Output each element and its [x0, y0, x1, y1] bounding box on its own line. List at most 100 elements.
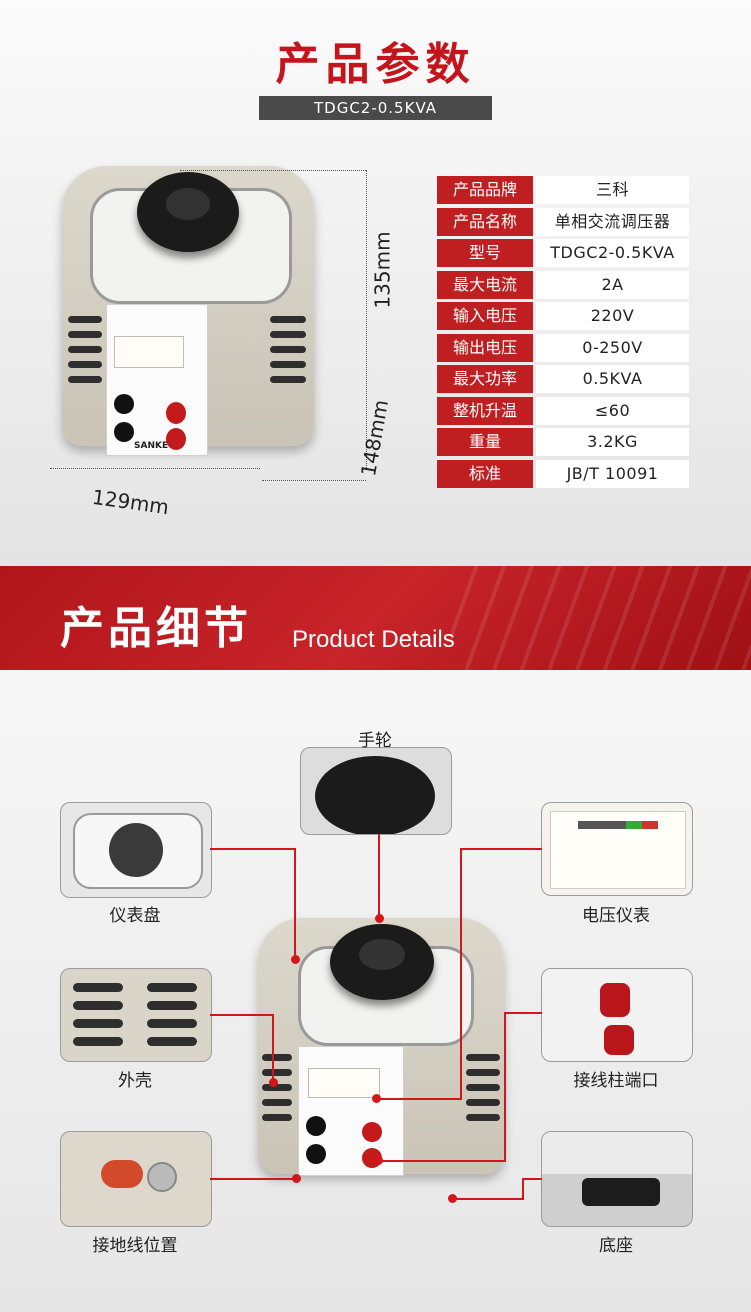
voltmeter — [308, 1068, 380, 1098]
connector-ground-h — [210, 1178, 296, 1180]
spec-key: 输入电压 — [437, 302, 533, 330]
vent-slots-left — [68, 316, 102, 391]
spec-value: 单相交流调压器 — [536, 207, 689, 236]
spec-key: 产品品牌 — [437, 176, 533, 204]
spec-key: 整机升温 — [437, 396, 533, 425]
connector-terminal-h — [506, 1012, 542, 1014]
product-details-banner: 产品细节 — [0, 566, 751, 670]
thumb-terminal — [541, 968, 693, 1062]
regulator-image: SANKE — [62, 166, 314, 456]
connector-handwheel — [378, 834, 380, 918]
connector-dial-v — [294, 848, 296, 958]
terminal-black-1 — [114, 394, 134, 414]
spec-value: 0-250V — [536, 333, 689, 362]
connector-voltmeter-h — [462, 848, 542, 850]
banner-decoration — [451, 566, 751, 670]
terminal-black-2 — [114, 422, 134, 442]
connector-voltmeter-h2 — [376, 1098, 462, 1100]
spec-value: 2A — [536, 270, 689, 299]
label-handwheel: 手轮 — [358, 731, 392, 751]
spec-key: 最大电流 — [437, 270, 533, 299]
dim-line-bottom — [50, 468, 260, 469]
connector-shell-h — [210, 1014, 274, 1016]
product-details-section: 手轮 仪表盘 电压仪表 外壳 接线柱端口 接地线位置 — [0, 670, 751, 1312]
thumb-dial — [60, 802, 212, 898]
connector-terminal-v — [504, 1012, 506, 1162]
details-title-cn: 产品细节 — [60, 603, 252, 654]
vent-slots-left — [262, 1054, 292, 1129]
spec-value: JB/T 10091 — [536, 459, 689, 488]
spec-key: 重量 — [437, 428, 533, 456]
terminal-black-2 — [306, 1144, 326, 1164]
spec-row: 产品品牌三科 — [437, 176, 689, 204]
spec-row: 产品名称单相交流调压器 — [437, 207, 689, 236]
label-shell: 外壳 — [118, 1071, 152, 1091]
label-voltmeter: 电压仪表 — [582, 906, 650, 926]
terminal-black-1 — [306, 1116, 326, 1136]
connector-base-h2 — [452, 1198, 524, 1200]
spec-row: 整机升温≤60 — [437, 396, 689, 425]
label-terminal: 接线柱端口 — [573, 1071, 659, 1091]
spec-value: TDGC2-0.5KVA — [536, 239, 689, 267]
depth-dimension: 148mm — [356, 397, 394, 479]
thumb-shell — [60, 968, 212, 1062]
connector-dial-dot — [291, 955, 300, 964]
spec-value: 三科 — [536, 176, 689, 204]
thumb-handwheel — [300, 747, 452, 835]
spec-key: 型号 — [437, 239, 533, 267]
connector-voltmeter-dot — [372, 1094, 381, 1103]
dim-line-height — [366, 170, 367, 470]
label-ground: 接地线位置 — [92, 1236, 178, 1256]
spec-key: 产品名称 — [437, 207, 533, 236]
height-dimension: 135mm — [370, 231, 395, 309]
product-parameters-section: 产品参数 TDGC2-0.5KVA SANKE 135mm 148mm 129m… — [0, 0, 751, 566]
label-base: 底座 — [599, 1236, 633, 1256]
model-badge: TDGC2-0.5KVA — [259, 96, 492, 120]
vent-slots-right — [270, 316, 306, 391]
spec-key: 输出电压 — [437, 333, 533, 362]
voltmeter — [114, 336, 184, 368]
connector-terminal-h2 — [378, 1160, 506, 1162]
connector-ground-dot — [292, 1174, 301, 1183]
spec-value: 3.2KG — [536, 428, 689, 456]
thumb-voltmeter — [541, 802, 693, 896]
vent-slots-right — [466, 1054, 500, 1129]
connector-base-h — [522, 1178, 542, 1180]
connector-dial-h — [210, 848, 296, 850]
details-title-en: Product Details — [292, 626, 455, 653]
thumb-base — [541, 1131, 693, 1227]
dim-line-top — [180, 170, 366, 171]
terminal-red-1 — [362, 1122, 382, 1142]
regulator-detail-image — [258, 918, 504, 1176]
terminal-red-1 — [166, 402, 186, 424]
knob-icon — [137, 172, 239, 252]
spec-key: 最大功率 — [437, 365, 533, 393]
spec-key: 标准 — [437, 459, 533, 488]
spec-value: 0.5KVA — [536, 365, 689, 393]
connector-shell-dot — [269, 1078, 278, 1087]
terminal-red-2 — [166, 428, 186, 450]
connector-voltmeter-v — [460, 848, 462, 1100]
width-dimension: 129mm — [90, 484, 171, 520]
connector-shell-v — [272, 1014, 274, 1082]
connector-base-dot — [448, 1194, 457, 1203]
thumb-ground — [60, 1131, 212, 1227]
connector-base-v — [522, 1178, 524, 1200]
label-dial: 仪表盘 — [109, 906, 161, 926]
spec-value: ≤60 — [536, 396, 689, 425]
spec-value: 220V — [536, 302, 689, 330]
connector-handwheel-dot — [375, 914, 384, 923]
brand-mark: SANKE — [134, 441, 169, 451]
section-title: 产品参数 — [275, 39, 476, 90]
knob-icon — [330, 924, 434, 1000]
dim-line-bottom-2 — [262, 480, 366, 481]
connector-terminal-dot — [374, 1156, 383, 1165]
